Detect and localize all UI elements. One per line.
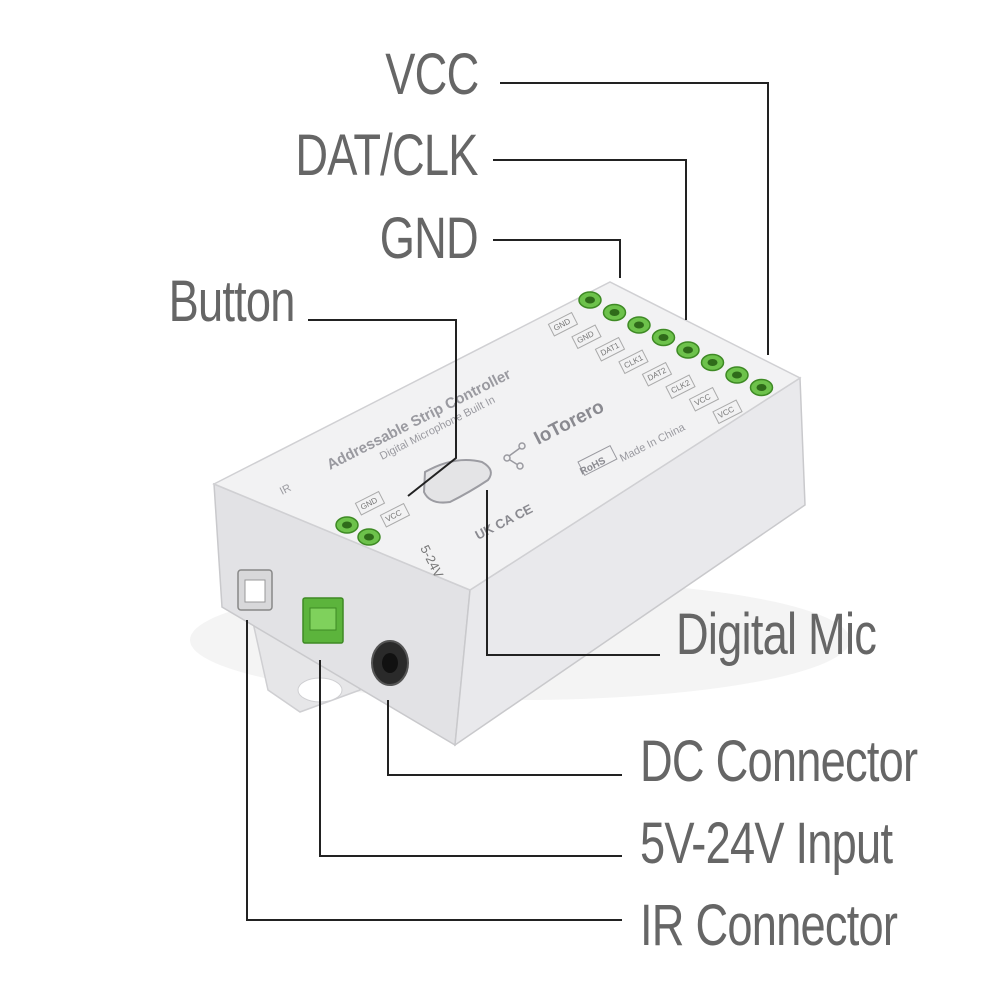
output-terminal-label-box	[571, 324, 602, 350]
power-terminal-hole	[364, 533, 374, 541]
power-terminal-screws	[309, 607, 337, 631]
power-terminal-hole	[342, 521, 352, 529]
callout-digital-mic: Digital Mic	[676, 602, 877, 667]
output-terminal-hole	[609, 309, 620, 316]
leader-button	[308, 319, 457, 497]
output-terminal-label-box	[665, 374, 696, 400]
dc-jack-pin	[382, 653, 398, 673]
output-terminal-hole	[634, 321, 644, 329]
output-terminal-label-box	[547, 311, 579, 337]
output-terminal-hole	[683, 346, 693, 354]
leader-ir	[246, 620, 622, 921]
leader-datclk	[493, 159, 687, 320]
output-terminal-hole	[732, 371, 742, 379]
output-terminal-label-box	[641, 361, 673, 387]
output-terminal-hole	[756, 384, 767, 391]
callout-gnd: GND	[379, 206, 479, 271]
power-terminal-label-box	[354, 490, 386, 516]
output-terminal-label-box	[618, 349, 649, 375]
callout-dc-connector: DC Connector	[640, 729, 918, 794]
leader-gnd	[493, 239, 621, 278]
callout-ir-connector: IR Connector	[640, 893, 898, 958]
output-terminal-hole	[707, 359, 718, 366]
callout-button: Button	[168, 269, 296, 334]
callout-vcc: VCC	[384, 42, 479, 107]
output-terminal-label-box	[594, 336, 626, 362]
network-icon	[503, 442, 526, 470]
ir-port-opening	[244, 579, 266, 603]
leader-lines	[246, 82, 769, 921]
leader-dc	[387, 700, 622, 776]
leader-vcc	[500, 82, 769, 355]
power-terminal-label-box	[379, 502, 411, 528]
output-terminal-hole	[585, 296, 595, 304]
output-terminal-label-box	[712, 399, 743, 425]
leader-mic	[486, 490, 660, 656]
rohs-badge	[577, 444, 618, 477]
leader-input	[319, 660, 622, 857]
output-terminal-hole	[658, 334, 669, 341]
output-terminal-label-box	[688, 386, 720, 412]
ir-text: IR	[278, 482, 293, 498]
callout-dat-clk: DAT/CLK	[295, 123, 479, 188]
callout-input: 5V-24V Input	[640, 811, 893, 876]
